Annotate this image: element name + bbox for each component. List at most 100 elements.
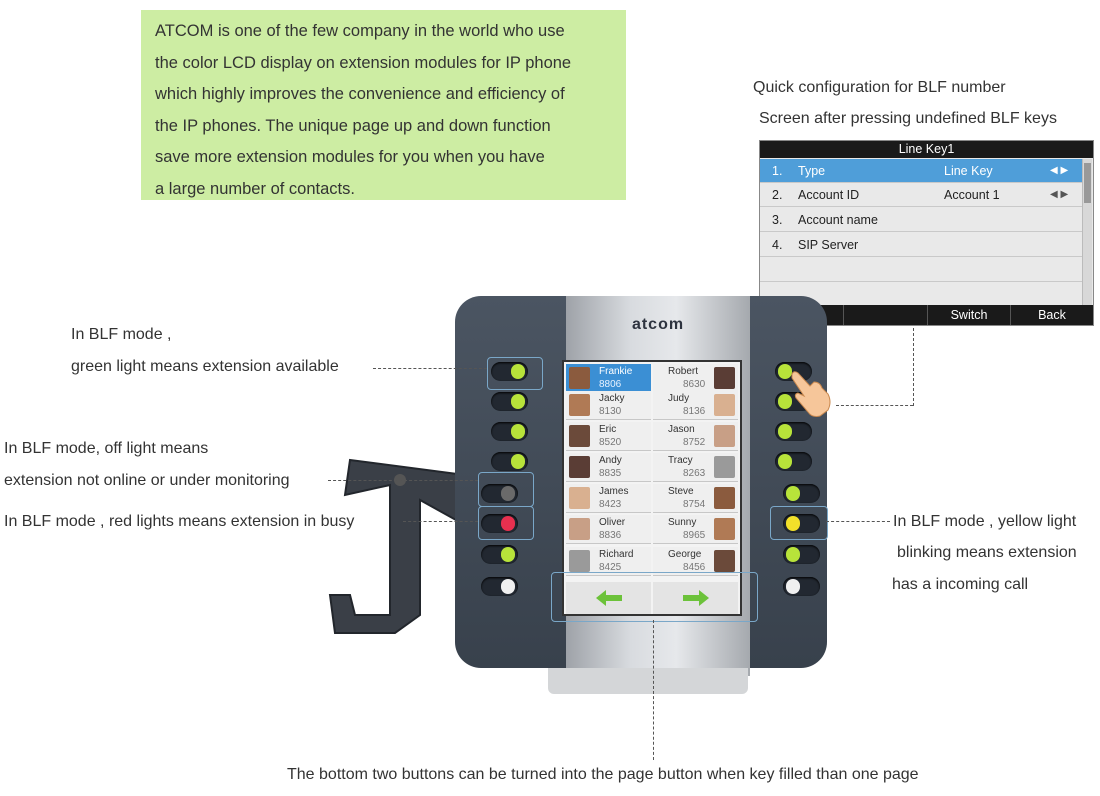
intro-line: a large number of contacts. xyxy=(155,179,355,198)
contact-name: George xyxy=(668,549,702,560)
contact-left[interactable]: James 8423 xyxy=(566,484,651,513)
lcd-row-empty xyxy=(760,258,1082,282)
avatar xyxy=(569,425,590,447)
extension-module-base xyxy=(548,668,748,694)
leader-line xyxy=(836,405,913,406)
contact-name: Frankie xyxy=(599,366,633,377)
leader-line xyxy=(913,328,914,406)
intro-line: save more extension modules for you when… xyxy=(155,148,545,166)
contact-left[interactable]: Oliver 8836 xyxy=(566,515,651,544)
left-right-arrows-icon: ◀ ▶ xyxy=(1050,189,1069,200)
avatar xyxy=(714,550,735,572)
yellow-annotation-text: blinking means extension xyxy=(897,544,1077,561)
contact-extension: 8752 xyxy=(683,437,706,448)
yellow-annotation-text: has a incoming call xyxy=(892,576,1029,593)
intro-line: which highly improves the convenience an… xyxy=(155,85,565,103)
contact-extension: 8130 xyxy=(599,406,622,417)
blf-key-right[interactable] xyxy=(775,422,812,441)
blf-key-right[interactable] xyxy=(775,362,812,381)
blf-key-right[interactable] xyxy=(783,484,820,503)
blf-led xyxy=(511,394,525,409)
red-key-highlight xyxy=(478,506,534,540)
contact-name: Steve xyxy=(668,486,694,497)
contact-right[interactable]: Sunny 8965 xyxy=(653,515,738,544)
blf-key-left[interactable] xyxy=(491,452,528,471)
lcd-row-type[interactable]: 1. Type Line Key ◀ ▶ xyxy=(760,159,1082,183)
blf-key-left[interactable] xyxy=(481,577,518,596)
contact-left[interactable]: Frankie 8806 xyxy=(566,364,651,393)
blf-key-left[interactable] xyxy=(481,514,518,533)
contact-name: Oliver xyxy=(599,517,626,528)
contact-extension: 8754 xyxy=(683,499,706,510)
page-down-button[interactable] xyxy=(653,582,738,614)
blf-key-left[interactable] xyxy=(481,545,518,564)
empty-softkey[interactable] xyxy=(844,305,928,325)
left-right-arrows-icon: ◀ ▶ xyxy=(1050,165,1069,176)
contact-extension: 8423 xyxy=(599,499,622,510)
avatar xyxy=(569,487,590,509)
contact-extension: 8630 xyxy=(683,379,706,390)
row-number: 4. xyxy=(772,238,783,252)
blf-led xyxy=(786,486,800,501)
blf-led xyxy=(501,547,515,562)
contact-right[interactable]: George 8456 xyxy=(653,547,738,576)
avatar xyxy=(569,518,590,540)
blf-led xyxy=(501,486,515,501)
lcd-row-account-id[interactable]: 2. Account ID Account 1 ◀ ▶ xyxy=(760,183,1082,207)
blf-key-right[interactable] xyxy=(783,577,820,596)
row-label: SIP Server xyxy=(798,238,859,252)
pointing-hand-icon xyxy=(791,371,831,417)
blf-led xyxy=(786,579,800,594)
avatar xyxy=(714,425,735,447)
blf-key-left[interactable] xyxy=(481,484,518,503)
contact-left[interactable]: Richard 8425 xyxy=(566,547,651,576)
row-number: 3. xyxy=(772,213,783,227)
lcd-row-account-name[interactable]: 3. Account name xyxy=(760,208,1082,232)
row-value: Account 1 xyxy=(944,188,1000,202)
lcd-row-sip-server[interactable]: 4. SIP Server xyxy=(760,233,1082,257)
blf-led xyxy=(511,364,525,379)
lcd-scrollbar[interactable] xyxy=(1082,159,1092,305)
contact-extension: 8425 xyxy=(599,562,622,573)
blf-key-left[interactable] xyxy=(491,362,528,381)
blf-key-right[interactable] xyxy=(775,452,812,471)
green-annotation-text: green light means extension available xyxy=(71,358,339,375)
avatar xyxy=(714,456,735,478)
leader-line xyxy=(403,521,478,522)
contact-extension: 8965 xyxy=(683,530,706,541)
contact-extension: 8836 xyxy=(599,530,622,541)
page-up-button[interactable] xyxy=(566,582,651,614)
red-annotation-text: In BLF mode , red lights means extension… xyxy=(4,513,355,530)
contact-right[interactable]: Judy 8136 xyxy=(653,391,738,420)
blf-key-left[interactable] xyxy=(491,392,528,411)
avatar xyxy=(714,487,735,509)
lcd-title: Line Key1 xyxy=(760,141,1093,158)
row-number: 1. xyxy=(772,164,783,178)
contact-name: Richard xyxy=(599,549,634,560)
contact-extension: 8263 xyxy=(683,468,706,479)
contact-right[interactable]: Steve 8754 xyxy=(653,484,738,513)
bottom-annotation-text: The bottom two buttons can be turned int… xyxy=(287,766,919,783)
scrollbar-thumb[interactable] xyxy=(1084,163,1091,203)
left-arrow-icon xyxy=(596,590,622,606)
blf-key-left[interactable] xyxy=(491,422,528,441)
switch-softkey[interactable]: Switch xyxy=(928,305,1011,325)
page-buttons-highlight xyxy=(551,572,758,622)
contact-name: James xyxy=(599,486,629,497)
contact-name: Judy xyxy=(668,393,690,404)
contact-extension: 8136 xyxy=(683,406,706,417)
contact-extension: 8806 xyxy=(599,379,622,390)
blf-key-right[interactable] xyxy=(783,514,820,533)
contact-name: Sunny xyxy=(668,517,697,528)
blf-key-right[interactable] xyxy=(783,545,820,564)
contact-extension: 8456 xyxy=(683,562,706,573)
device-stand xyxy=(328,458,465,634)
back-softkey[interactable]: Back xyxy=(1038,308,1066,322)
row-label: Type xyxy=(798,164,826,178)
